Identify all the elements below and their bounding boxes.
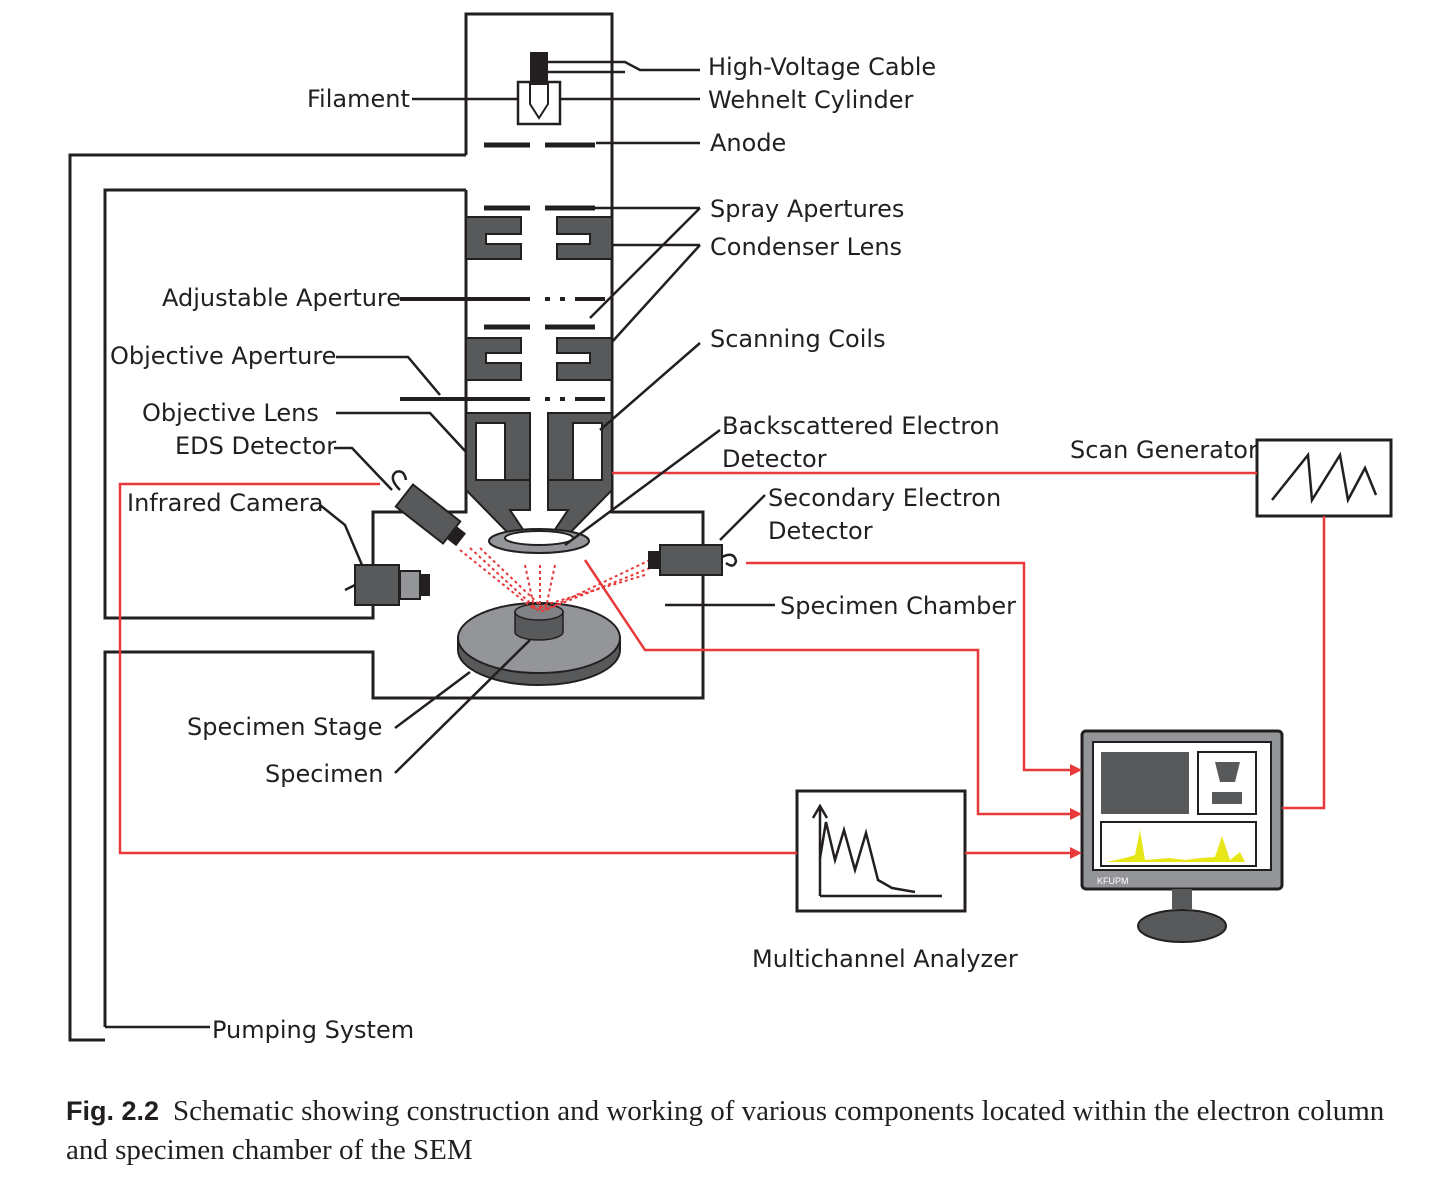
multichannel-analyzer bbox=[795, 789, 967, 913]
label-se-detector-line1: Secondary Electron bbox=[768, 484, 1001, 512]
pumping-line bbox=[68, 153, 466, 1042]
caption-number: Fig. 2.2 bbox=[66, 1096, 160, 1126]
label-bse-detector-line2: Detector bbox=[722, 445, 827, 473]
label-infrared-camera: Infrared Camera bbox=[127, 489, 323, 517]
scan-generator bbox=[1255, 438, 1393, 518]
label-high-voltage-cable: High-Voltage Cable bbox=[708, 53, 936, 81]
label-specimen-chamber: Specimen Chamber bbox=[780, 592, 1016, 620]
label-specimen: Specimen bbox=[265, 760, 383, 788]
spray-apertures bbox=[484, 205, 595, 330]
label-scan-generator: Scan Generator bbox=[1070, 436, 1258, 464]
label-objective-aperture: Objective Aperture bbox=[110, 342, 336, 370]
bse-detector bbox=[488, 528, 590, 554]
condenser-lens bbox=[465, 216, 613, 381]
sem-schematic: KFUPM High-Voltage Cable Filament Wehn bbox=[68, 12, 1393, 1044]
electron-gun bbox=[516, 52, 700, 126]
label-objective-lens: Objective Lens bbox=[142, 399, 319, 427]
scanning-coils bbox=[478, 432, 595, 466]
label-filament: Filament bbox=[307, 85, 410, 113]
label-adjustable-aperture: Adjustable Aperture bbox=[162, 284, 401, 312]
label-spray-apertures: Spray Apertures bbox=[710, 195, 904, 223]
label-wehnelt-cylinder: Wehnelt Cylinder bbox=[708, 86, 913, 114]
label-anode: Anode bbox=[710, 129, 786, 157]
label-pumping-system: Pumping System bbox=[212, 1016, 414, 1044]
label-multichannel-analyzer: Multichannel Analyzer bbox=[752, 945, 1018, 973]
leader-lines bbox=[319, 97, 775, 774]
specimen-chamber-outline bbox=[103, 188, 468, 620]
signal-lines bbox=[118, 471, 1326, 859]
electron-column bbox=[103, 12, 705, 1027]
electron-rays bbox=[459, 547, 651, 613]
labels: High-Voltage Cable Filament Wehnelt Cyli… bbox=[110, 53, 1258, 1044]
eds-detector bbox=[394, 483, 467, 547]
label-bse-detector-line1: Backscattered Electron bbox=[722, 412, 1000, 440]
caption-text: Schematic showing construction and worki… bbox=[66, 1095, 1385, 1166]
label-condenser-lens: Condenser Lens bbox=[710, 233, 902, 261]
label-specimen-stage: Specimen Stage bbox=[187, 713, 382, 741]
monitor: KFUPM bbox=[1080, 729, 1284, 943]
label-scanning-coils: Scanning Coils bbox=[710, 325, 886, 353]
monitor-brand: KFUPM bbox=[1097, 876, 1129, 886]
label-eds-detector: EDS Detector bbox=[175, 432, 336, 460]
se-detector bbox=[648, 544, 738, 576]
infrared-camera bbox=[344, 564, 430, 606]
label-se-detector-line2: Detector bbox=[768, 517, 873, 545]
